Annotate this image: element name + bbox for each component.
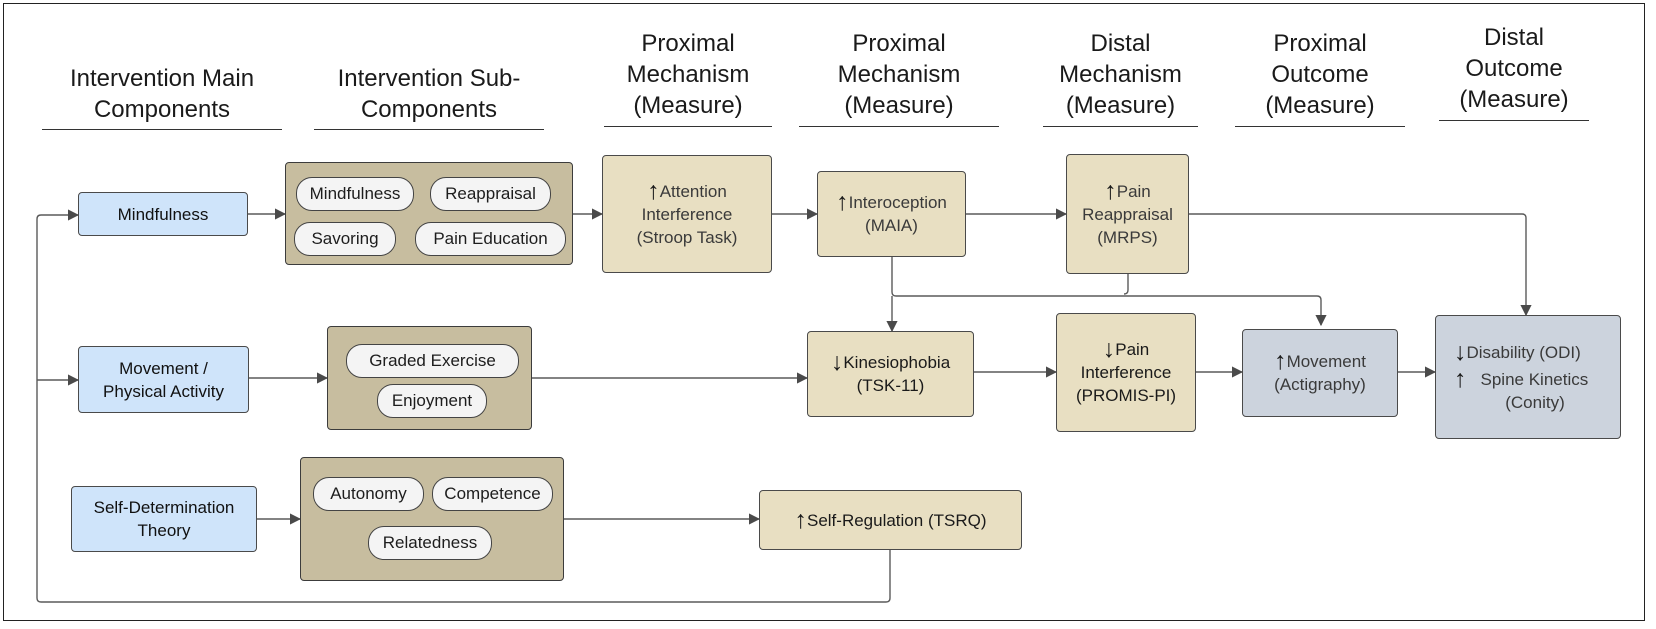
outcome-movement: ↑Movement (Actigraphy) [1242, 329, 1398, 417]
pill-reappraisal: Reappraisal [430, 177, 551, 211]
up-arrow-icon: ↑ [647, 176, 660, 205]
header-rule [1439, 120, 1589, 121]
component-self-determination: Self-Determination Theory [71, 486, 257, 552]
mechanism-attention-interference: ↑Attention Interference (Stroop Task) [602, 155, 772, 273]
down-arrow-icon: ↓ [1102, 335, 1116, 363]
header-proximal-mechanism-1: Proximal Mechanism (Measure) [604, 28, 772, 127]
connector-interoception-down [891, 257, 1327, 327]
pill-pain-education: Pain Education [415, 222, 566, 256]
connector-feedback-loop [36, 209, 891, 603]
diagram-frame [3, 3, 1645, 621]
pill-graded-exercise: Graded Exercise [346, 344, 519, 378]
mechanism-pain-interference: ↓Pain Interference (PROMIS-PI) [1056, 313, 1196, 432]
mechanism-self-regulation: ↑Self-Regulation (TSRQ) [759, 490, 1022, 550]
header-rule [314, 129, 544, 130]
header-rule [1043, 126, 1198, 127]
up-arrow-icon: ↑ [1454, 364, 1467, 393]
component-movement: Movement / Physical Activity [78, 346, 249, 413]
component-mindfulness: Mindfulness [78, 192, 248, 236]
header-rule [799, 126, 999, 127]
up-arrow-icon: ↑ [1274, 347, 1287, 375]
pill-relatedness: Relatedness [368, 526, 492, 560]
up-arrow-icon: ↑ [1104, 176, 1117, 205]
pill-savoring: Savoring [294, 222, 396, 256]
pill-enjoyment: Enjoyment [377, 384, 487, 418]
mechanism-kinesiophobia: ↓Kinesiophobia (TSK-11) [807, 331, 974, 417]
down-arrow-icon: ↓ [1454, 337, 1467, 366]
header-proximal-mechanism-2: Proximal Mechanism (Measure) [799, 28, 999, 127]
connector-reappraisal-to-distal [1189, 213, 1532, 317]
up-arrow-icon: ↑ [836, 188, 849, 216]
outcome-distal: ↓Disability (ODI) ↑Spine Kinetics (Conit… [1435, 315, 1621, 439]
header-sub-components: Intervention Sub-Components [314, 63, 544, 130]
up-arrow-icon: ↑ [794, 505, 807, 534]
header-rule [1235, 126, 1405, 127]
down-arrow-icon: ↓ [830, 348, 844, 376]
subcomponents-sdt [300, 457, 564, 581]
header-proximal-outcome: Proximal Outcome (Measure) [1235, 28, 1405, 127]
header-rule [604, 126, 772, 127]
header-distal-outcome: Distal Outcome (Measure) [1439, 22, 1589, 121]
mechanism-pain-reappraisal: ↑Pain Reappraisal (MRPS) [1066, 154, 1189, 274]
connector-reappraisal-down [1123, 274, 1129, 295]
header-main-components: Intervention Main Components [42, 63, 282, 130]
mechanism-interoception: ↑Interoception (MAIA) [817, 171, 966, 257]
header-rule [42, 129, 282, 130]
pill-competence: Competence [432, 477, 553, 511]
header-distal-mechanism: Distal Mechanism (Measure) [1043, 28, 1198, 127]
pill-mindfulness: Mindfulness [296, 177, 414, 211]
pill-autonomy: Autonomy [313, 477, 424, 511]
